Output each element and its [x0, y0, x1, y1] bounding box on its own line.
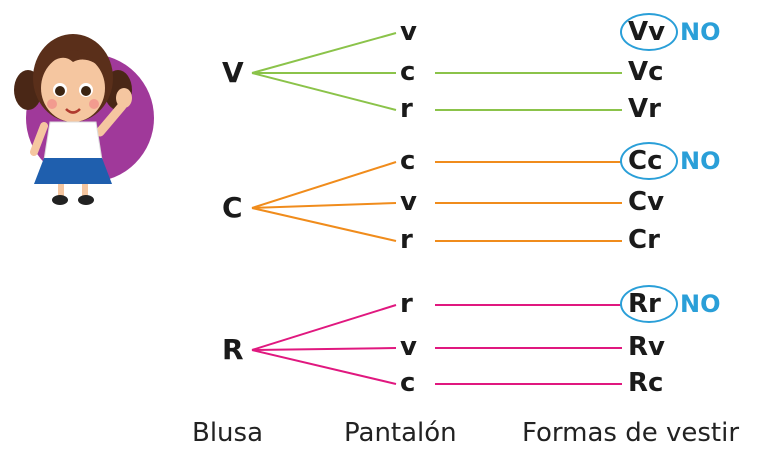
result-combination: Cr [628, 225, 660, 255]
result-combination: Vc [628, 57, 664, 87]
root-node-v: V [222, 56, 244, 89]
excluded-circle [620, 13, 678, 51]
footer-label-pantalon: Pantalón [344, 418, 457, 448]
item-node: r [400, 225, 413, 255]
no-label: NO [680, 290, 721, 318]
result-combination: Vr [628, 94, 661, 124]
item-node: r [400, 289, 413, 319]
footer-label-formas: Formas de vestir [522, 418, 740, 448]
item-node: c [400, 368, 416, 398]
branch-line [251, 207, 397, 242]
item-node: v [400, 187, 417, 217]
result-combination: Cv [628, 187, 665, 217]
root-node-c: C [222, 191, 243, 224]
branch-line [251, 304, 397, 351]
girl-illustration [14, 34, 154, 205]
root-node-r: R [222, 333, 244, 366]
item-node: v [400, 332, 417, 362]
branch-line [251, 349, 397, 385]
item-node: r [400, 94, 413, 124]
footer-label-blusa: Blusa [192, 418, 264, 448]
branch-line [251, 202, 397, 209]
result-combination: Rv [628, 332, 665, 362]
excluded-circle [620, 285, 678, 323]
item-node: v [400, 17, 417, 47]
result-combination: Rc [628, 368, 664, 398]
no-label: NO [680, 18, 721, 46]
item-node: c [400, 146, 416, 176]
branch-line [251, 161, 397, 209]
item-node: c [400, 57, 416, 87]
branch-line [251, 32, 397, 74]
branch-line [251, 347, 397, 351]
excluded-circle [620, 142, 678, 180]
branch-line [251, 72, 397, 111]
no-label: NO [680, 147, 721, 175]
